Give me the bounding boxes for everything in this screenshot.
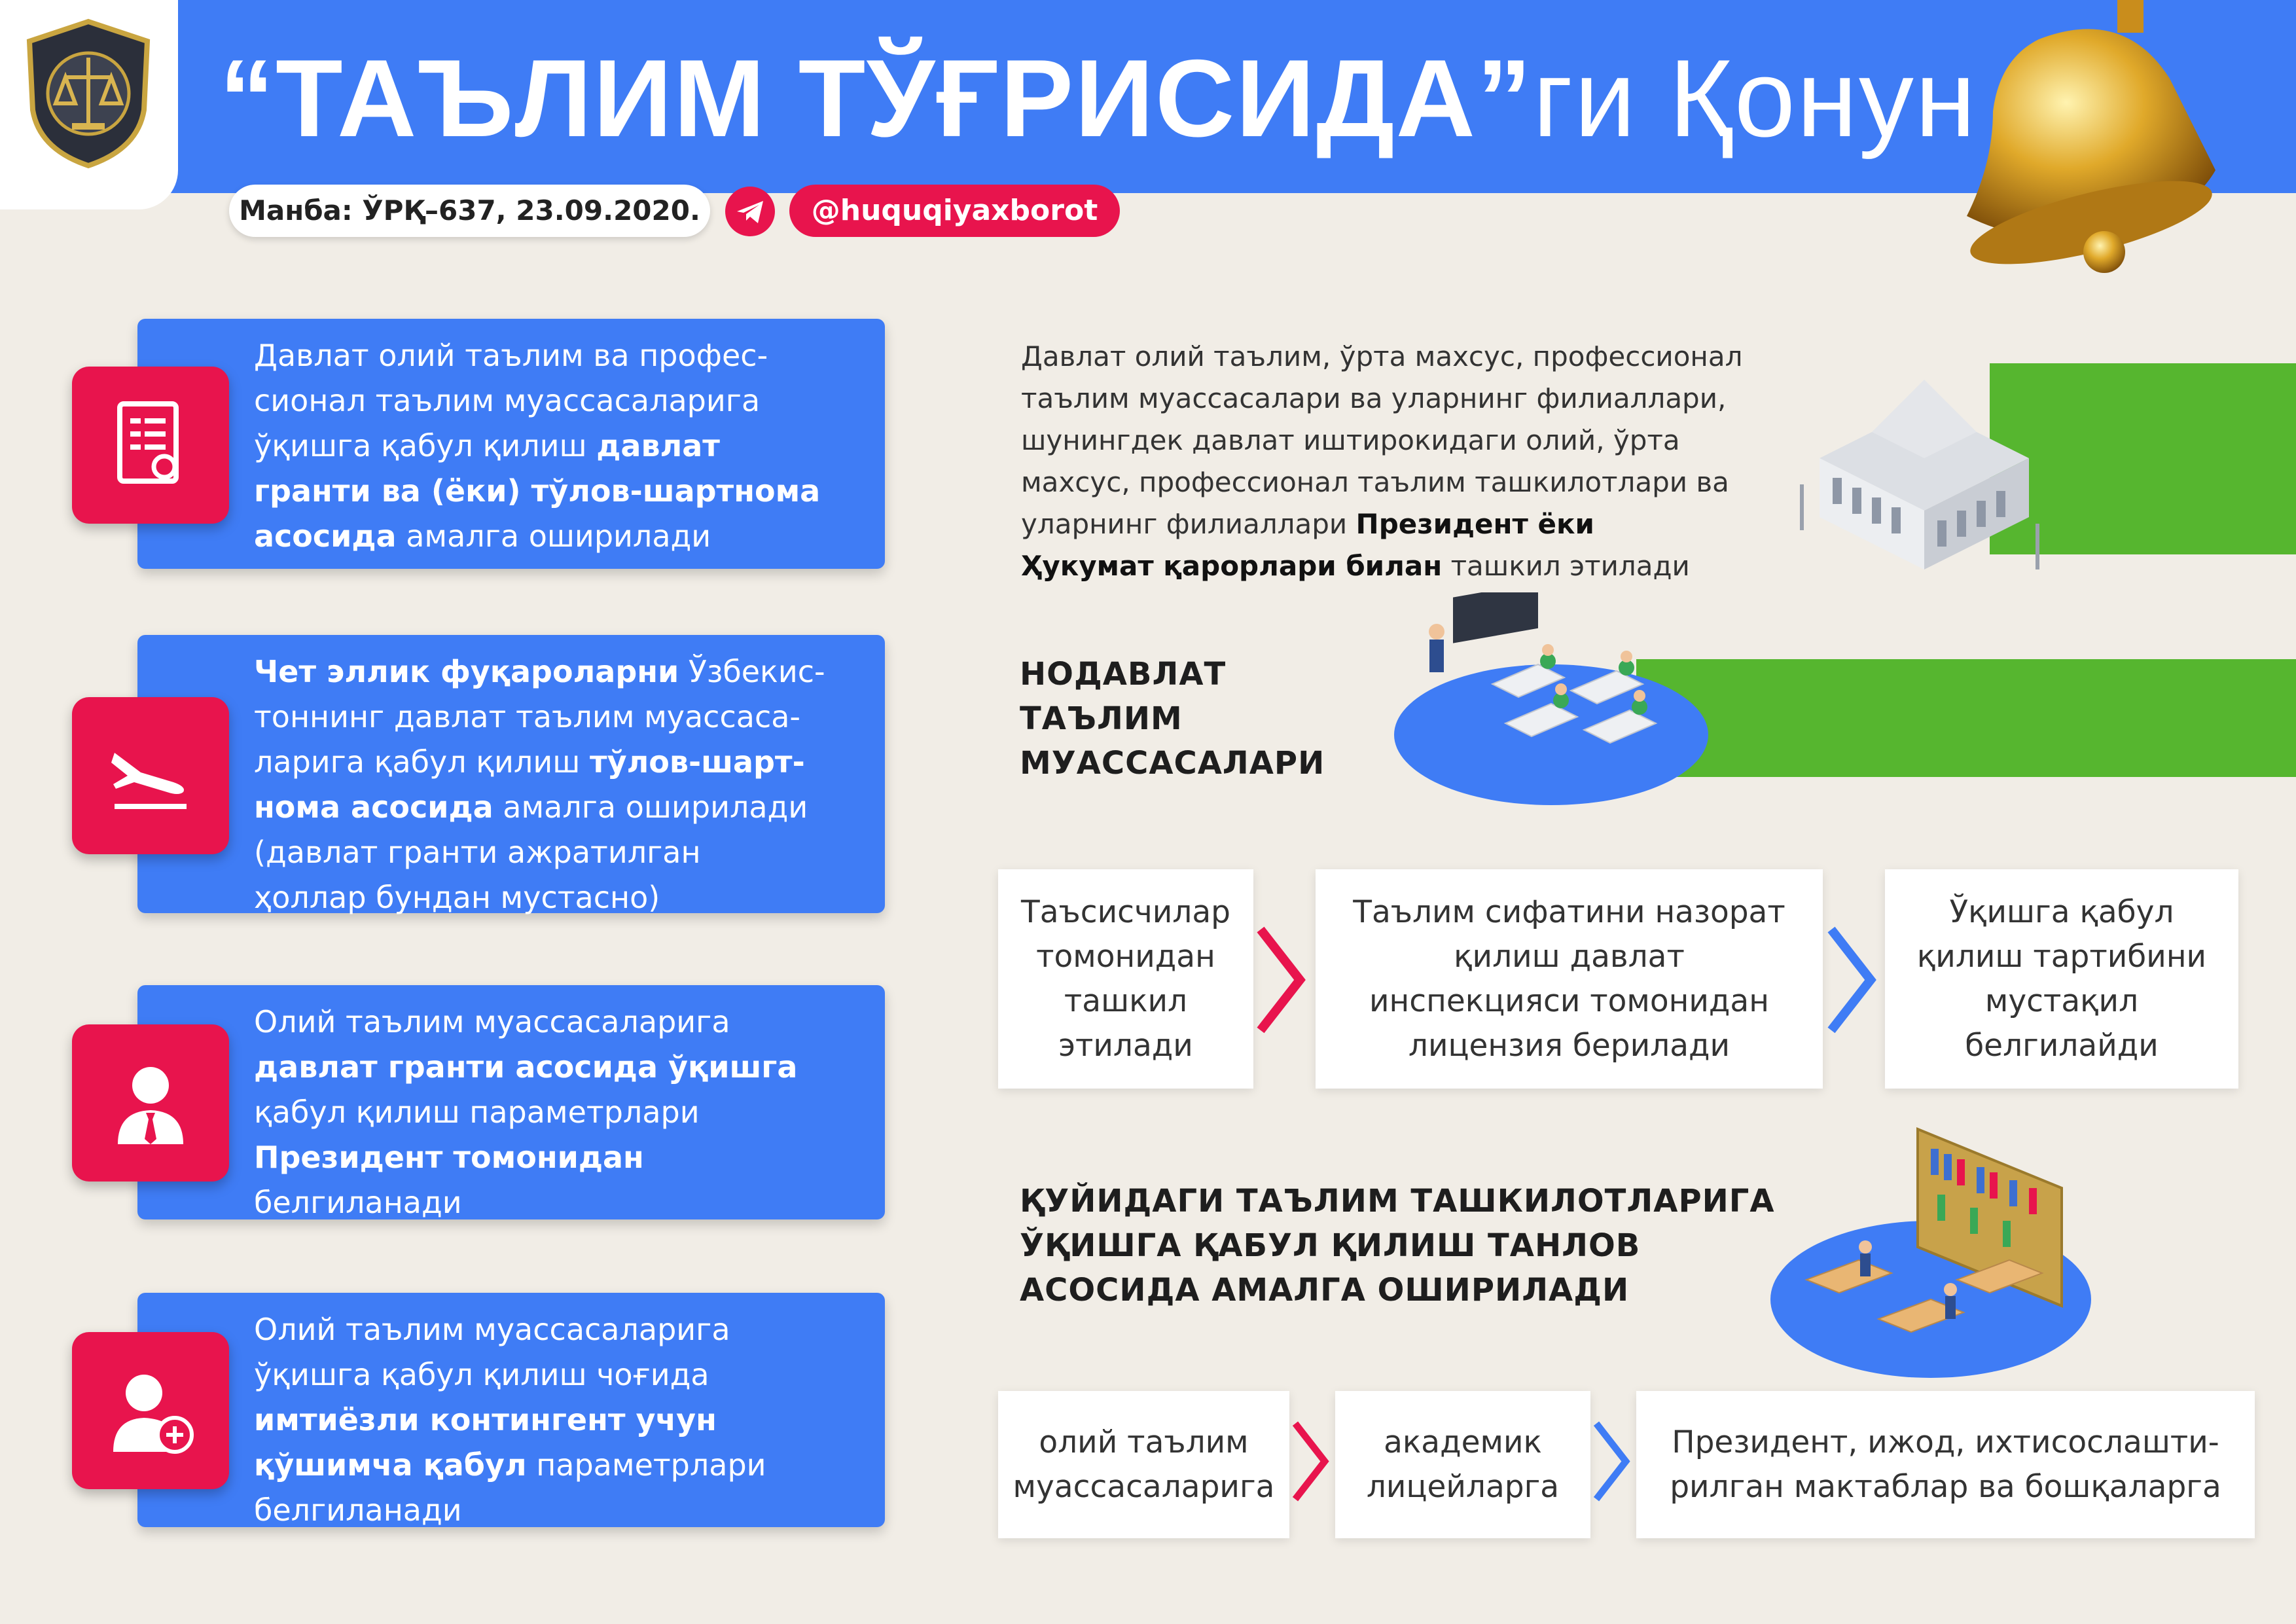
step-specialized-schools: Президент, ижод, ихтисослашти-рилган мак… xyxy=(1636,1391,2255,1538)
classroom-platform xyxy=(1394,664,1708,805)
competition-heading: ҚУЙИДАГИ ТАЪЛИМ ТАШКИЛОТЛАРИГА ЎҚИШГА ҚА… xyxy=(1020,1183,1775,1308)
document-certificate-icon xyxy=(72,367,229,524)
telegram-handle-link[interactable]: @huquqiyaxborot xyxy=(789,185,1120,237)
bell-icon xyxy=(1967,0,2215,273)
person-suit-icon xyxy=(72,1024,229,1182)
page-title: “ТАЪЛИМ ТЎҒРИСИДА”ги Қонун xyxy=(219,37,1977,160)
chevron-right-icon xyxy=(1292,1421,1329,1502)
chevron-right-icon xyxy=(1257,926,1306,1034)
chevron-right-icon xyxy=(1593,1421,1630,1502)
ministry-emblem-icon xyxy=(26,18,151,169)
green-bar-middle xyxy=(1636,659,2296,777)
logo-panel xyxy=(0,0,178,209)
green-bar-top xyxy=(1990,363,2296,554)
telegram-icon[interactable] xyxy=(725,187,775,236)
source-label: Манба: ЎРҚ–637, 23.09.2020. xyxy=(229,185,710,237)
airplane-landing-icon xyxy=(72,697,229,854)
state-institutions-paragraph: Давлат олий таълим, ўрта махсус, професс… xyxy=(1021,340,1743,582)
header-bar xyxy=(0,0,2296,193)
classroom-illustration xyxy=(1429,592,1658,744)
card-grant-parameters: Олий таълим муассасаларига давлат гранти… xyxy=(137,985,885,1220)
library-illustration xyxy=(1804,1127,2063,1333)
person-add-icon xyxy=(72,1332,229,1489)
non-state-heading: НОДАВЛАТ ТАЪЛИМ МУАССАСАЛАРИ xyxy=(1020,656,1325,782)
card-foreign-citizens: Чет эллик фуқароларни Ўзбекис- тоннинг д… xyxy=(137,635,885,915)
university-building-icon xyxy=(1800,380,2039,569)
chevron-right-icon xyxy=(1827,926,1876,1034)
card-state-admission: Давлат олий таълим ва профес- сионал таъ… xyxy=(137,319,885,569)
card-privileged-contingent: Олий таълим муассасаларига ўқишга қабул … xyxy=(137,1293,885,1528)
